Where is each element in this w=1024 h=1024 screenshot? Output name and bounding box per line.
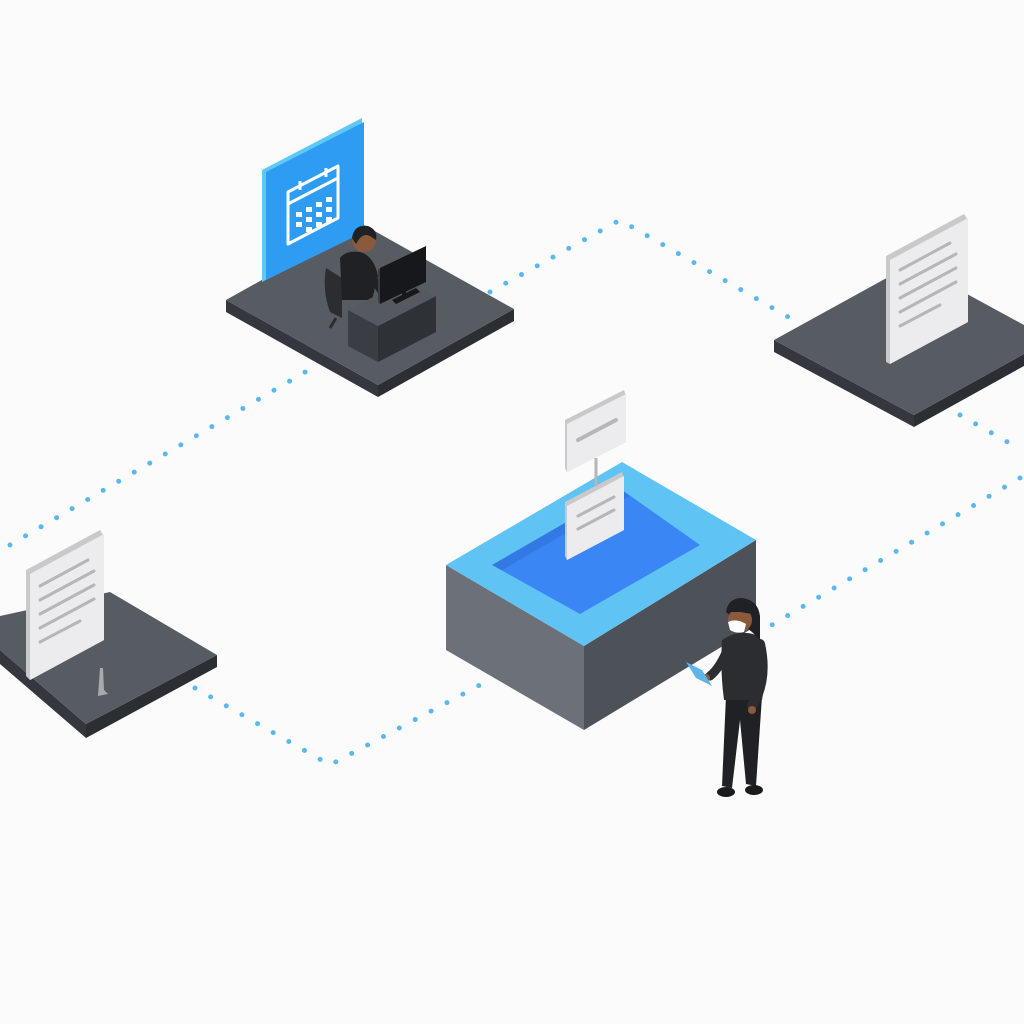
calendar-icon: [286, 164, 340, 246]
calendar-panel: [262, 118, 364, 282]
connector-desk-to-right: [487, 217, 793, 321]
document-icon: [565, 472, 624, 560]
floating-document-icon: [565, 390, 626, 472]
connector-left-to-hub: [192, 682, 483, 768]
scheduling-desk-node: [226, 118, 514, 397]
calendar-grid: [296, 197, 332, 232]
document-station-left-node: [0, 530, 217, 738]
person-with-tablet: [686, 598, 768, 797]
connector-left-to-desk: [7, 365, 315, 548]
document-station-right-node: [774, 214, 1024, 427]
document-icon: [886, 214, 968, 364]
small-stand: [98, 668, 108, 696]
connectors: [7, 217, 1023, 768]
face-mask: [728, 620, 746, 633]
tablet-icon: [686, 662, 712, 686]
computer-desk: [348, 246, 436, 362]
connector-right-to-hub: [767, 412, 1023, 629]
hub-inbox: [492, 490, 700, 614]
document-icon: [26, 530, 104, 680]
central-hub-node: [446, 390, 756, 730]
monitor: [380, 246, 426, 304]
